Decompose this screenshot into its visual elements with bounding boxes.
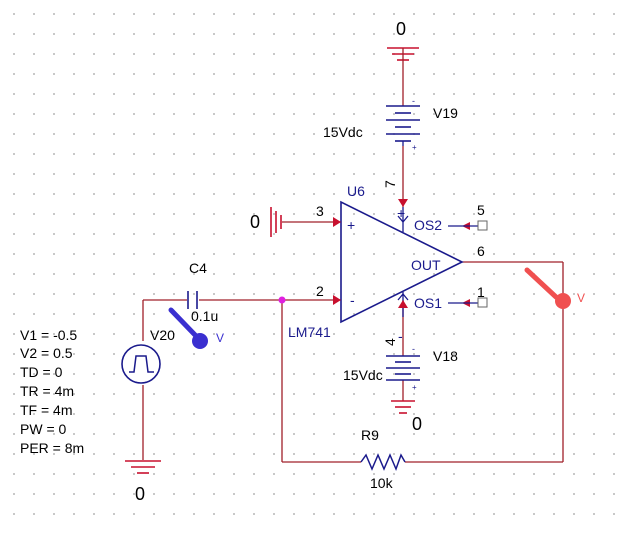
r9-ref: R9 — [361, 427, 379, 443]
pin-4-number: 4 — [382, 338, 398, 346]
v20-param: TD = 0 — [20, 364, 63, 380]
svg-text:+: + — [412, 383, 417, 392]
ground-v18[interactable]: 0 — [391, 400, 422, 434]
voltage-probe-output[interactable]: V — [524, 267, 585, 309]
v19-value: 15Vdc — [323, 124, 363, 140]
probe-input-label: V — [216, 331, 224, 345]
pin-3-arrow — [333, 217, 341, 227]
opamp-plus-sign: + — [347, 217, 355, 233]
v20-param: V2 = 0.5 — [20, 345, 73, 361]
pin-1-stub[interactable] — [477, 297, 488, 308]
pin-3-number: 3 — [316, 203, 324, 219]
probe-output-label: V — [577, 291, 585, 305]
pin-5-stub[interactable] — [477, 220, 488, 231]
battery-v18[interactable]: - + V18 15Vdc — [343, 344, 458, 392]
battery-v19[interactable]: - + V19 15Vdc — [323, 96, 458, 152]
opamp-part: LM741 — [288, 324, 331, 340]
offset-null-pins — [448, 220, 488, 308]
opamp-os1-label: OS1 — [414, 295, 442, 311]
wires — [142, 62, 564, 463]
opamp-os2-label: OS2 — [414, 217, 442, 233]
c4-value: 0.1u — [191, 308, 218, 324]
c4-ref: C4 — [189, 260, 207, 276]
pulse-source-v20[interactable]: V20 — [121, 327, 175, 384]
v18-ref: V18 — [433, 348, 458, 364]
v20-param: TR = 4m — [20, 383, 74, 399]
opamp-vplus-sign: + — [397, 205, 405, 221]
opamp-u6[interactable]: + - + - OUT OS2 OS1 U6 LM741 3 2 6 5 1 7… — [288, 180, 485, 346]
opamp-out-label: OUT — [411, 257, 441, 273]
v20-param: V1 = -0.5 — [20, 327, 77, 343]
ground-v20[interactable]: 0 — [125, 460, 161, 504]
opamp-vminus-sign: - — [398, 328, 403, 344]
svg-text:-: - — [412, 96, 415, 106]
ground-v20-label: 0 — [135, 484, 145, 504]
capacitor-c4[interactable]: C4 0.1u — [187, 260, 218, 324]
pin-4-arrow — [398, 300, 408, 308]
pin-7-arrow — [398, 199, 408, 207]
pin-1-number: 1 — [477, 284, 485, 300]
opamp-ref: U6 — [347, 183, 365, 199]
v20-param: PER = 8m — [20, 440, 84, 456]
resistor-r9[interactable]: R9 10k — [360, 427, 406, 491]
junction-dot — [278, 296, 286, 304]
v20-params: V1 = -0.5 V2 = 0.5 TD = 0 TR = 4m TF = 4… — [20, 327, 84, 456]
v20-param: TF = 4m — [20, 402, 73, 418]
pin-7-number: 7 — [382, 180, 398, 188]
v20-param: PW = 0 — [20, 421, 67, 437]
r9-value: 10k — [370, 475, 394, 491]
ground-left-pin3[interactable]: 0 — [250, 207, 282, 237]
ground-v18-label: 0 — [412, 414, 422, 434]
svg-text:-: - — [412, 344, 415, 354]
v19-ref: V19 — [433, 105, 458, 121]
ground-top[interactable]: 0 — [387, 19, 419, 62]
ground-left-label: 0 — [250, 212, 260, 232]
opamp-minus-sign: - — [350, 292, 355, 308]
v20-ref: V20 — [150, 327, 175, 343]
pin-2-number: 2 — [316, 283, 324, 299]
pin-5-number: 5 — [477, 202, 485, 218]
svg-text:+: + — [412, 143, 417, 152]
voltage-probe-input[interactable]: V — [168, 307, 224, 349]
pin-2-arrow — [333, 295, 341, 305]
ground-top-label: 0 — [396, 19, 406, 39]
pin-6-number: 6 — [477, 243, 485, 259]
v18-value: 15Vdc — [343, 367, 383, 383]
